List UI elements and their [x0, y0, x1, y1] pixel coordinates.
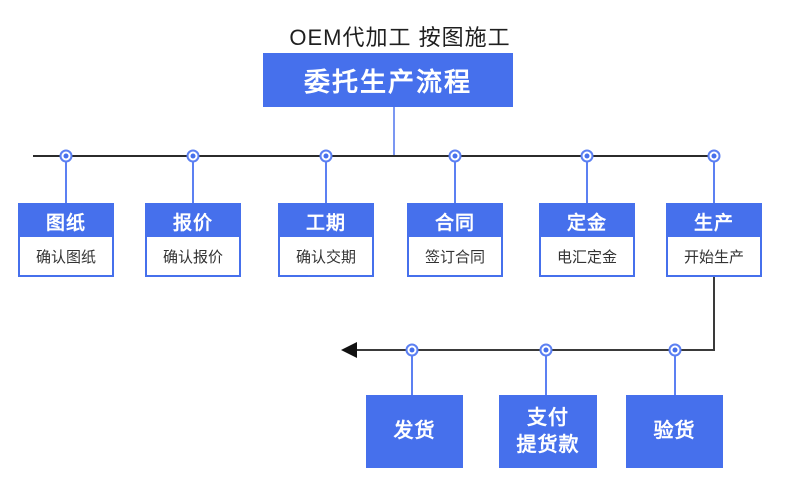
node-stub-line	[411, 350, 413, 395]
connector-dot	[405, 343, 419, 357]
arrowhead-left-icon	[341, 342, 357, 358]
node-title: 定金	[541, 205, 633, 237]
connector-dot	[186, 149, 200, 163]
flow-node-card: 生产 开始生产	[666, 203, 762, 277]
flow-node-card: 合同 签订合同	[407, 203, 503, 277]
step-label: 发货	[393, 420, 436, 442]
connector-dot	[580, 149, 594, 163]
node-stub-line	[65, 156, 67, 203]
node-stub-line	[674, 350, 676, 395]
process-title-box: 委托生产流程	[263, 53, 513, 107]
flow-step-box: 发货	[366, 395, 463, 468]
node-subtitle: 确认图纸	[20, 237, 112, 275]
connector-dot	[59, 149, 73, 163]
node-title: 报价	[147, 205, 239, 237]
process-title-text: 委托生产流程	[303, 66, 472, 97]
node-title: 合同	[409, 205, 501, 237]
trunk-connector-line	[393, 107, 395, 156]
node-stub-line	[192, 156, 194, 203]
step-label: 支付 提货款	[516, 406, 580, 456]
connector-dot	[707, 149, 721, 163]
flow-node-card: 图纸 确认图纸	[18, 203, 114, 277]
bottom-rail-line	[356, 349, 715, 351]
connector-dot	[668, 343, 682, 357]
node-stub-line	[586, 156, 588, 203]
top-rail-line	[33, 155, 715, 157]
connector-dot	[539, 343, 553, 357]
node-subtitle: 开始生产	[668, 237, 760, 275]
connector-dot	[448, 149, 462, 163]
flow-step-box: 支付 提货款	[499, 395, 597, 468]
node-stub-line	[325, 156, 327, 203]
node-subtitle: 确认报价	[147, 237, 239, 275]
node-subtitle: 电汇定金	[541, 237, 633, 275]
node-title: 工期	[280, 205, 372, 237]
node-subtitle: 签订合同	[409, 237, 501, 275]
flow-step-box: 验货	[626, 395, 723, 468]
flow-node-card: 报价 确认报价	[145, 203, 241, 277]
node-stub-line	[713, 156, 715, 203]
flow-node-card: 工期 确认交期	[278, 203, 374, 277]
node-subtitle: 确认交期	[280, 237, 372, 275]
node-stub-line	[454, 156, 456, 203]
node-title: 生产	[668, 205, 760, 237]
flow-node-card: 定金 电汇定金	[539, 203, 635, 277]
node-title: 图纸	[20, 205, 112, 237]
production-down-line	[713, 277, 715, 351]
connector-dot	[319, 149, 333, 163]
node-stub-line	[545, 350, 547, 395]
step-label: 验货	[653, 420, 696, 442]
tagline-text: OEM代加工 按图施工	[289, 25, 511, 50]
